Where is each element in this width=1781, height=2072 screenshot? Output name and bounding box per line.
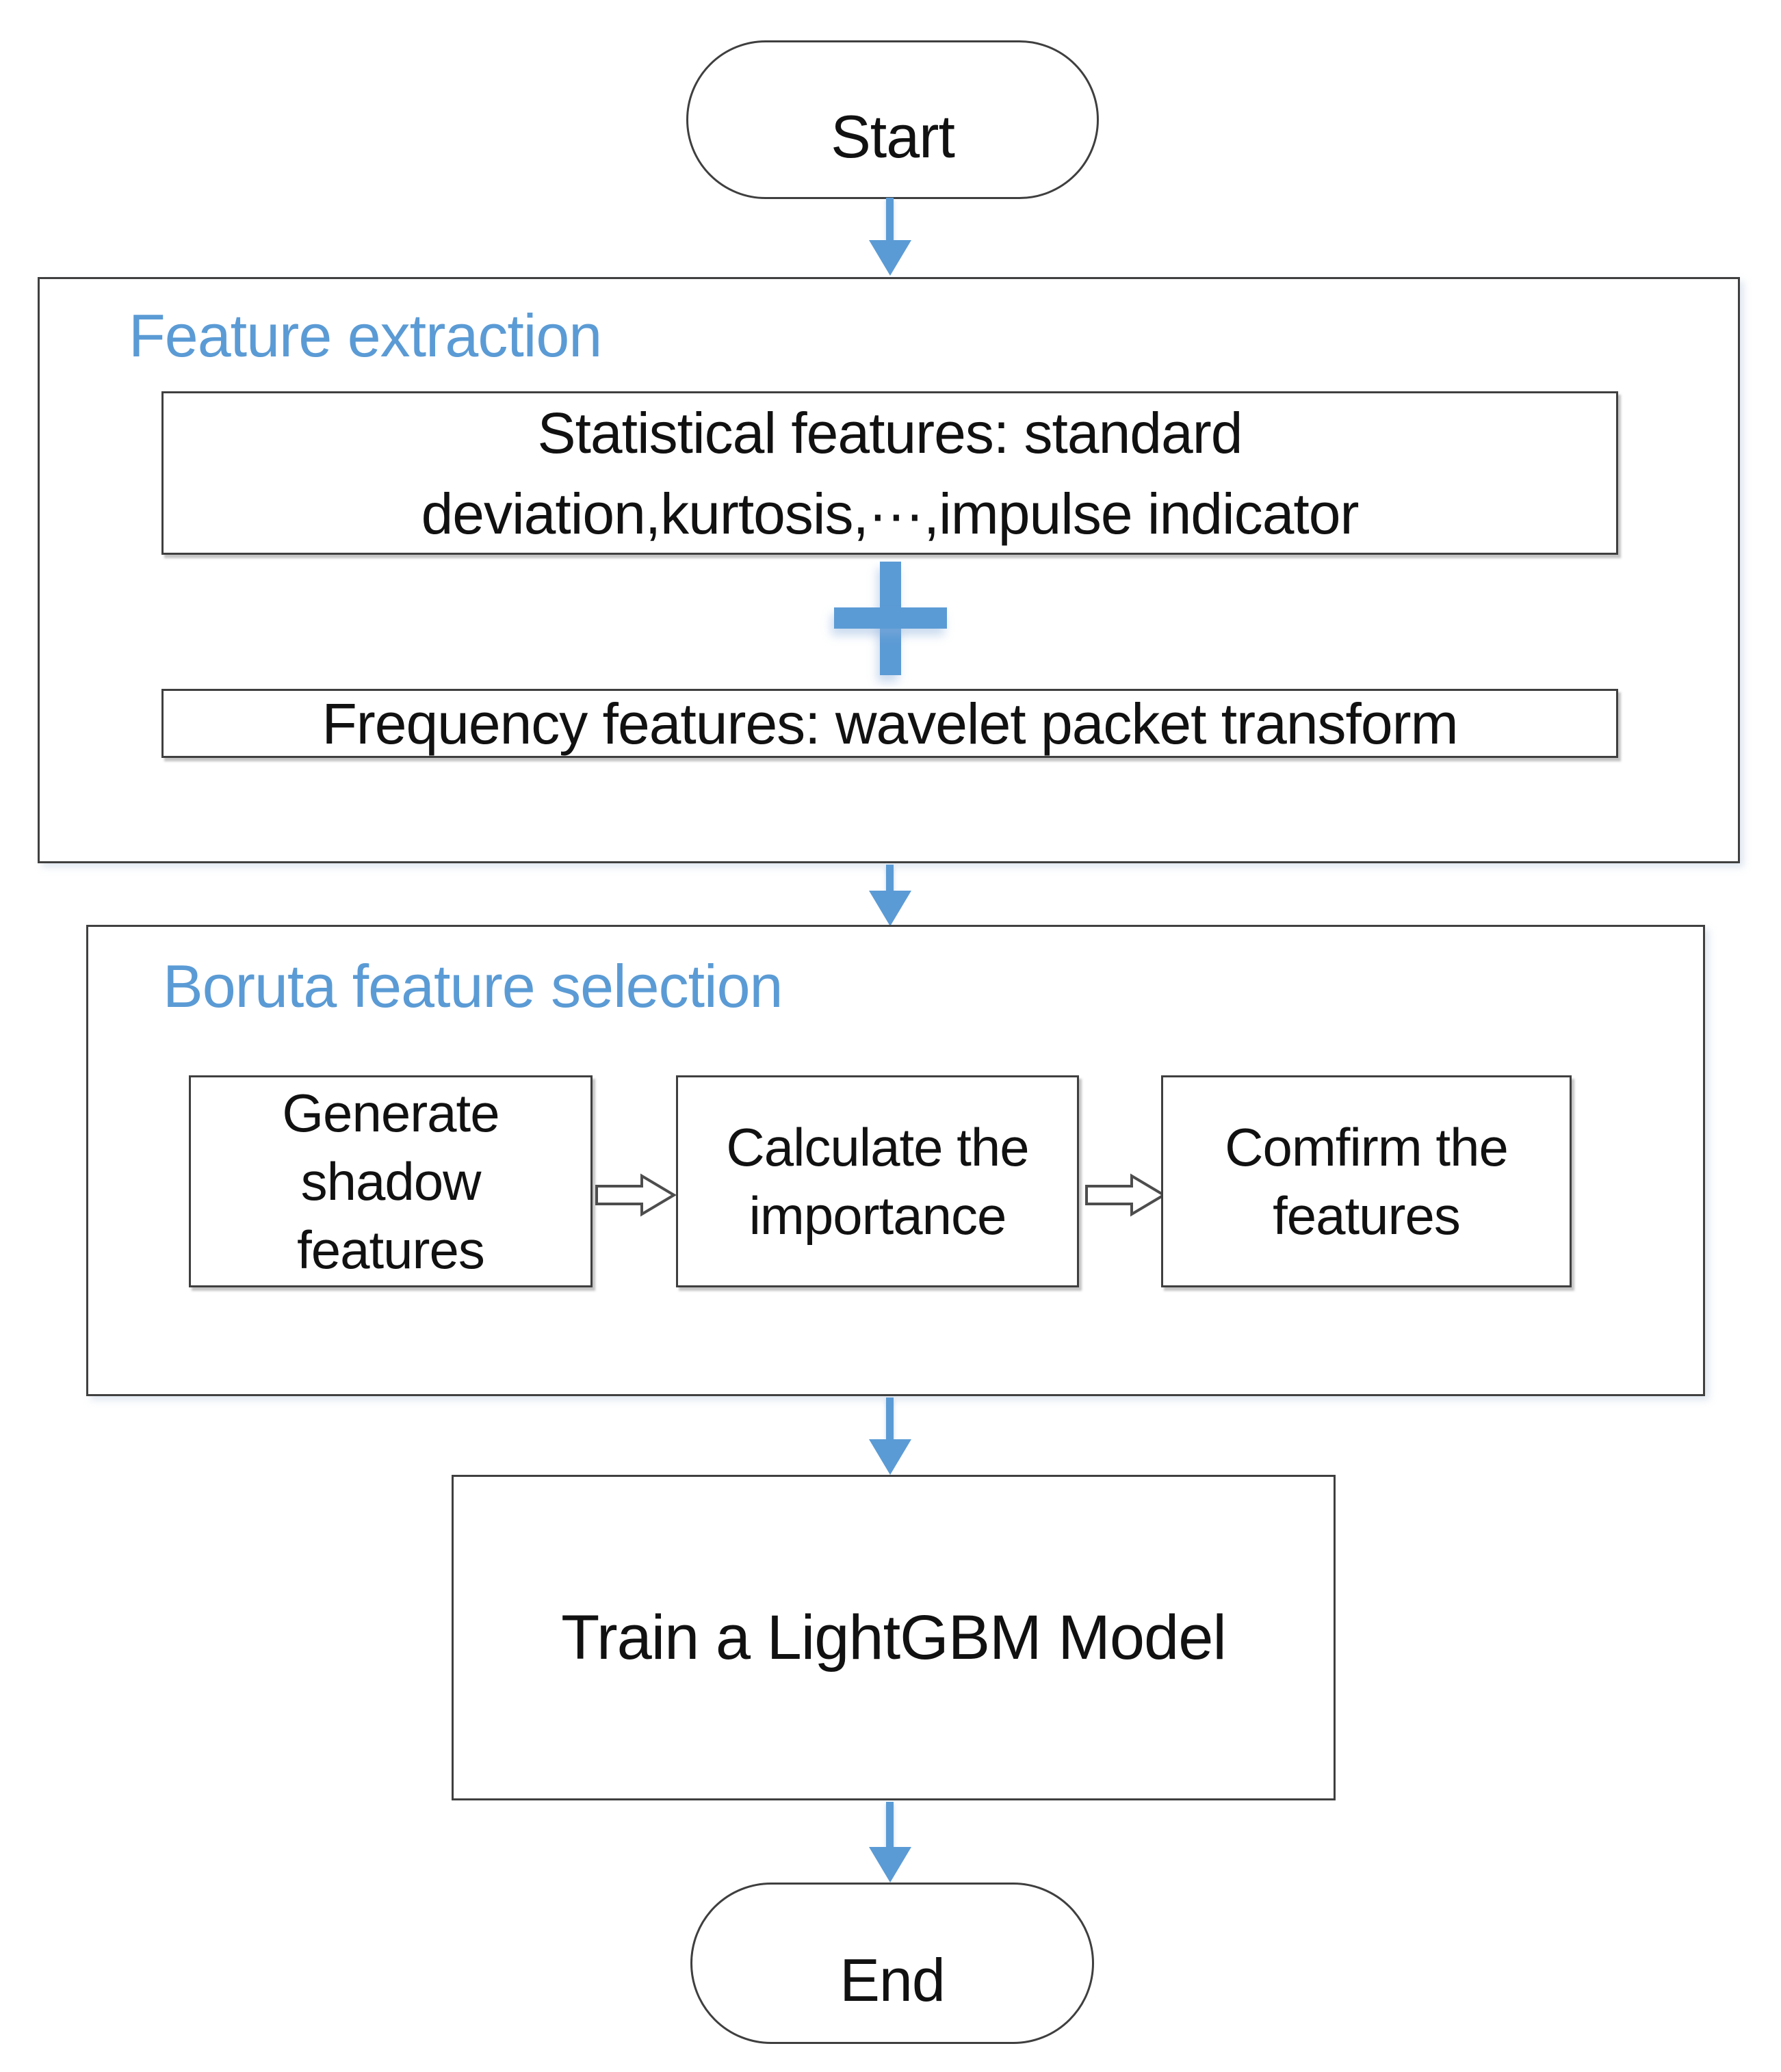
right-arrow-icon [1085,1173,1167,1217]
arrow-down-head-icon [869,1439,911,1475]
arrow-down-head-icon [869,1847,911,1883]
statistical-features-line1: Statistical features: standard [537,400,1243,465]
step1-line3: features [297,1220,485,1280]
train-model-label: Train a LightGBM Model [561,1602,1227,1673]
arrow-down-head-icon [869,240,911,276]
frequency-features-box: Frequency features: wavelet packet trans… [161,689,1618,758]
arrow-down-icon [886,198,894,241]
arrow-down-icon [886,1802,894,1848]
boruta-title: Boruta feature selection [163,952,783,1020]
step2-line2: importance [749,1185,1007,1246]
start-node: Start [686,40,1099,199]
boruta-container: Boruta feature selection Generate shadow… [86,925,1705,1396]
arrow-down-icon [886,865,894,895]
step1-line1: Generate [282,1083,499,1143]
feature-extraction-container: Feature extraction Statistical features:… [38,277,1740,863]
frequency-features-label: Frequency features: wavelet packet trans… [322,691,1458,756]
generate-shadow-features-box: Generate shadow features [189,1075,593,1287]
end-label: End [840,1946,946,2014]
calculate-importance-box: Calculate the importance [676,1075,1079,1287]
confirm-features-box: Comfirm the features [1161,1075,1572,1287]
train-model-box: Train a LightGBM Model [452,1475,1336,1800]
statistical-features-line2: deviation,kurtosis,···,impulse indicator [421,481,1360,546]
feature-extraction-title: Feature extraction [129,302,602,369]
arrow-down-icon [886,1398,894,1441]
statistical-features-box: Statistical features: standard deviation… [161,391,1618,555]
right-arrow-icon [595,1173,677,1217]
step3-line2: features [1273,1185,1461,1246]
start-label: Start [831,103,955,170]
step1-line2: shadow [300,1151,482,1211]
step3-line1: Comfirm the [1225,1117,1509,1177]
arrow-down-head-icon [869,891,911,926]
end-node: End [690,1883,1094,2044]
step2-line1: Calculate the [726,1117,1029,1177]
